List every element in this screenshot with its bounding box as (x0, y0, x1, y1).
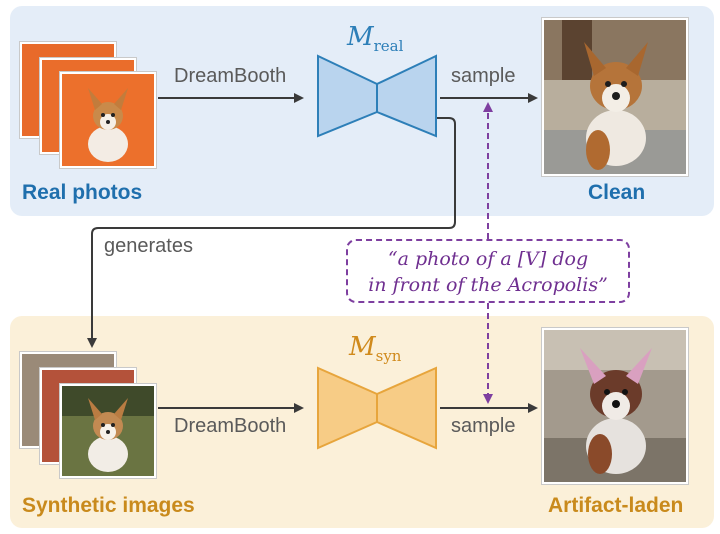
prompt-line-1: “a photo of a [V] dog (387, 248, 589, 270)
real-photos-label: Real photos (22, 181, 143, 204)
real-model-bowtie-icon (317, 54, 437, 138)
syn-model-bowtie-icon (317, 366, 437, 450)
corgi-photo-icon (544, 330, 686, 482)
artifact-laden-label: Artifact-laden (548, 494, 684, 517)
dreambooth-real-label: DreamBooth (174, 65, 287, 87)
corgi-photo-icon (544, 20, 686, 174)
syn-model-name: Msyn (349, 332, 402, 366)
corgi-photo-icon (62, 386, 154, 476)
clean-output-image (542, 18, 688, 176)
artifact-output-image (542, 328, 688, 484)
corgi-photo-icon (62, 74, 154, 166)
prompt-line-2: in front of the Acropolis” (368, 274, 608, 296)
real-model-name: Mreal (347, 22, 404, 56)
synthetic-images-label: Synthetic images (22, 494, 195, 517)
sample-real-label: sample (451, 65, 516, 87)
syn-photo-front (60, 384, 156, 478)
clean-label: Clean (588, 181, 646, 204)
sample-syn-label: sample (451, 415, 516, 437)
prompt-box: “a photo of a [V] dog in front of the Ac… (346, 239, 630, 303)
dreambooth-syn-label: DreamBooth (174, 415, 287, 437)
generates-label: generates (104, 235, 193, 257)
real-photo-front (60, 72, 156, 168)
arrow-generates (87, 117, 456, 348)
